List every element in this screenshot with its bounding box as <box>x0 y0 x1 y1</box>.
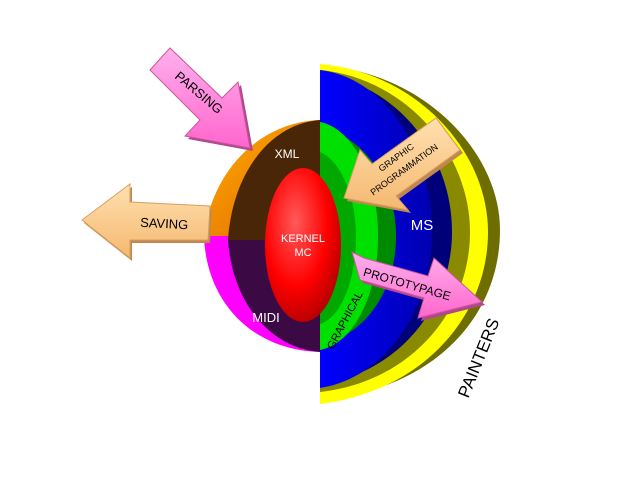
graphic-programmation-arrow <box>343 117 463 213</box>
orange-rim <box>204 120 320 236</box>
kernel-core <box>265 168 341 322</box>
saving-arrow <box>81 183 212 261</box>
ms-label: MS <box>411 217 434 234</box>
midi-label: MIDI <box>252 310 279 325</box>
parsing-arrow <box>149 47 253 151</box>
kernel-label-line2: MC <box>294 247 311 259</box>
kernel-label-line1: KERNEL <box>281 233 325 245</box>
xml-label: XML <box>275 147 300 161</box>
prototypage-arrow <box>351 251 485 321</box>
saving-label: SAVING <box>140 215 189 233</box>
